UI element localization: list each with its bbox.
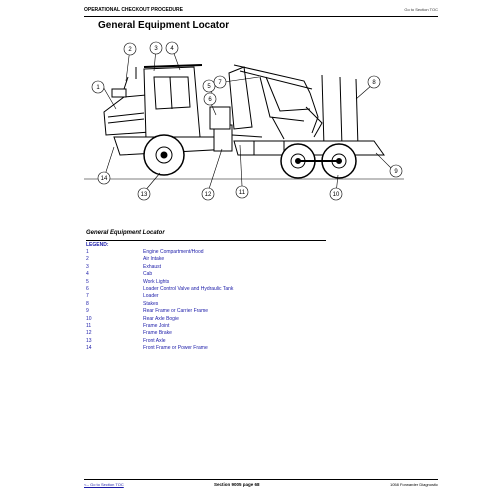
legend-item: 3 Exhaust bbox=[86, 264, 326, 271]
legend-item: 4 Cab bbox=[86, 271, 326, 278]
header-section-title: OPERATIONAL CHECKOUT PROCEDURE bbox=[84, 7, 183, 13]
callout-14 bbox=[97, 171, 111, 185]
footer-manual-title: 1058 Forwarder Diagnostic bbox=[389, 482, 438, 487]
callout-7-label: 7 bbox=[218, 80, 222, 86]
legend-label: Rear Frame or Carrier Frame bbox=[143, 308, 209, 315]
callout-2-label: 2 bbox=[128, 47, 132, 53]
callout-5-label: 5 bbox=[207, 84, 211, 90]
legend-number: 12 bbox=[86, 330, 92, 337]
legend-label: Cab bbox=[143, 271, 153, 278]
legend-item: 14 Front Frame or Power Frame bbox=[86, 345, 326, 352]
callout-12-label: 12 bbox=[205, 192, 212, 198]
legend-number: 13 bbox=[86, 337, 92, 344]
legend-label: Exhaust bbox=[143, 263, 162, 270]
callout-3-label: 3 bbox=[154, 46, 158, 52]
callout-8-label: 8 bbox=[372, 80, 376, 86]
callout-13 bbox=[137, 187, 151, 201]
callout-5 bbox=[202, 79, 216, 93]
callout-1-label: 1 bbox=[96, 85, 100, 91]
legend-number: 8 bbox=[86, 300, 89, 307]
footer-toc-link[interactable]: <-- Go to Section TOC bbox=[84, 482, 124, 487]
legend-item: 9 Rear Frame or Carrier Frame bbox=[86, 308, 326, 315]
legend-number: 6 bbox=[86, 286, 89, 293]
legend-number: 11 bbox=[86, 323, 92, 330]
callout-1 bbox=[91, 80, 105, 94]
legend-label: Work Lights bbox=[143, 278, 170, 285]
legend-item: 6 Loader Control Valve and Hydraulic Tank bbox=[86, 286, 326, 293]
callout-2 bbox=[123, 42, 137, 56]
footer-page-number: Section 9005 page 68 bbox=[214, 482, 260, 487]
legend-label: Front Frame or Power Frame bbox=[143, 345, 208, 352]
legend-label: Frame Brake bbox=[143, 330, 172, 337]
legend-number: 9 bbox=[86, 308, 89, 315]
legend-item: 1 Engine Compartment/Hood bbox=[86, 249, 326, 256]
legend-number: 5 bbox=[86, 278, 89, 285]
callout-4 bbox=[165, 41, 179, 55]
legend-title: LEGEND: bbox=[86, 242, 109, 248]
legend-label: Loader Control Valve and Hydraulic Tank bbox=[143, 286, 234, 293]
legend-item: 7 Loader bbox=[86, 293, 326, 300]
callout-9 bbox=[389, 164, 403, 178]
legend-number: 2 bbox=[86, 256, 89, 263]
callout-8 bbox=[367, 75, 381, 89]
callout-7 bbox=[213, 75, 227, 89]
callout-6 bbox=[203, 92, 217, 106]
legend-label: Loader bbox=[143, 293, 159, 300]
legend-label: Engine Compartment/Hood bbox=[143, 249, 204, 255]
legend-item: 13 Front Axle bbox=[86, 338, 326, 345]
callout-9-label: 9 bbox=[394, 169, 398, 175]
legend-item: 12 Frame Brake bbox=[86, 330, 326, 337]
legend-item: 8 Stakes bbox=[86, 301, 326, 308]
legend-label: Front Axle bbox=[143, 337, 166, 344]
callout-11-label: 11 bbox=[239, 190, 246, 196]
legend-item: 5 Work Lights bbox=[86, 279, 326, 286]
legend-number: 14 bbox=[86, 345, 92, 352]
callout-10 bbox=[329, 187, 343, 201]
legend-number: 10 bbox=[86, 315, 92, 322]
legend-item: 2 Air Intake bbox=[86, 256, 326, 263]
legend-number: 3 bbox=[86, 263, 89, 270]
callout-13-label: 13 bbox=[141, 192, 148, 198]
legend-number: 4 bbox=[86, 271, 89, 278]
page-footer: <-- Go to Section TOC Section 9005 page … bbox=[84, 479, 438, 489]
legend-number: 7 bbox=[86, 293, 89, 300]
legend-item: 10 Rear Axle Bogie bbox=[86, 316, 326, 323]
legend-item: 11 Frame Joint bbox=[86, 323, 326, 330]
callout-4-label: 4 bbox=[170, 46, 174, 52]
legend: LEGEND: 1 Engine Compartment/Hood 2 Air In… bbox=[86, 240, 326, 353]
legend-label: Stakes bbox=[143, 300, 159, 307]
legend-label: Air Intake bbox=[143, 256, 165, 263]
callout-6-label: 6 bbox=[208, 97, 212, 103]
callout-3 bbox=[149, 41, 163, 55]
forwarder-locator-diagram: 1 2 3 4 5 6 7 8 9 10 11 12 13 14 bbox=[84, 41, 404, 201]
legend-number: 1 bbox=[86, 249, 89, 255]
callout-10-label: 10 bbox=[333, 192, 340, 198]
header-toc-link[interactable]: Go to Section TOC bbox=[404, 7, 438, 12]
section-subtitle: General Equipment Locator bbox=[86, 230, 165, 236]
callout-14-label: 14 bbox=[101, 176, 108, 182]
callout-11 bbox=[235, 185, 249, 199]
page-header: OPERATIONAL CHECKOUT PROCEDURE Go to Sec… bbox=[84, 7, 438, 17]
callout-12 bbox=[201, 187, 215, 201]
legend-label: Rear Axle Bogie bbox=[143, 315, 179, 322]
legend-label: Frame Joint bbox=[143, 323, 170, 330]
page-title: General Equipment Locator bbox=[98, 20, 230, 31]
